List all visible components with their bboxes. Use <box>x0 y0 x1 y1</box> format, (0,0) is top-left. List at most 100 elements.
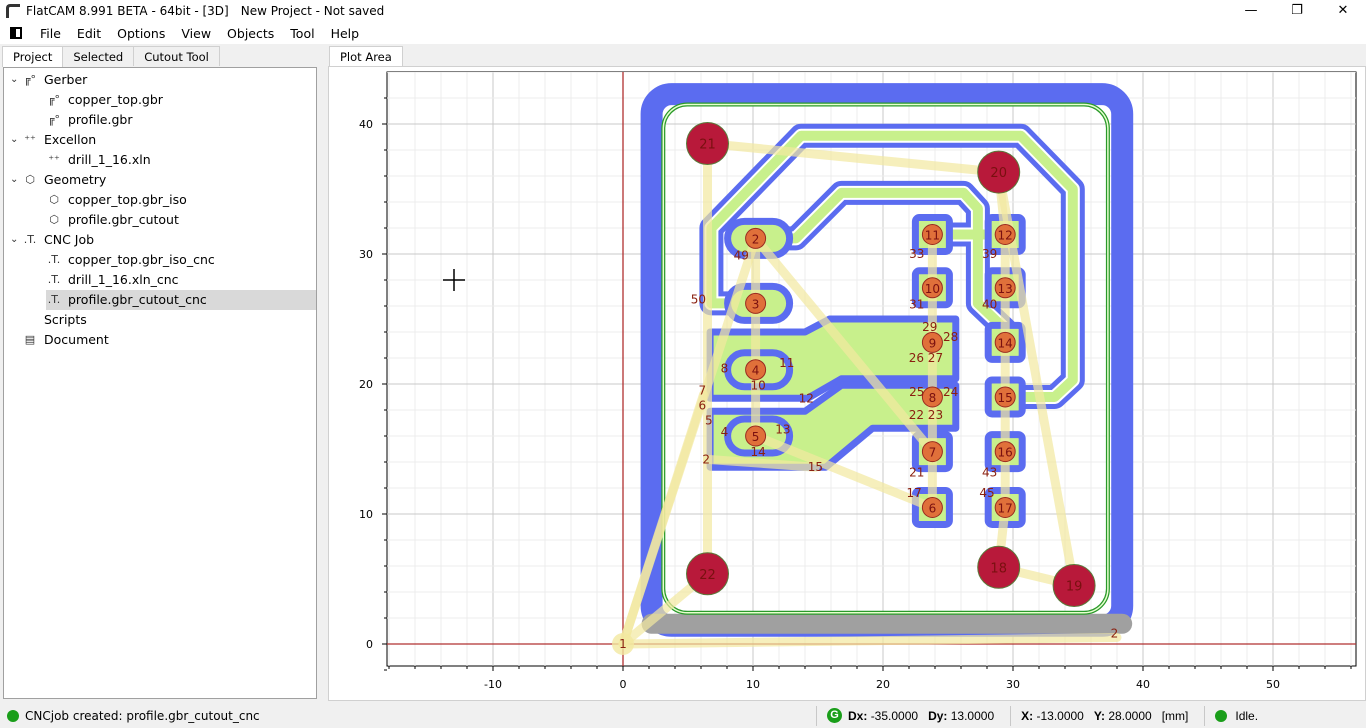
tree-item[interactable]: Scripts <box>10 310 87 330</box>
cnc-icon: .T. <box>23 233 37 246</box>
minimize-button[interactable]: — <box>1244 3 1258 18</box>
travel-move <box>703 139 1004 177</box>
x-tick-label: -10 <box>484 678 502 691</box>
idle-status-icon <box>1215 709 1228 722</box>
tab-project[interactable]: Project <box>2 46 64 67</box>
y-tick-label: 20 <box>359 378 373 391</box>
drill-hole-12 <box>994 224 1016 245</box>
tree-item[interactable]: ⬡profile.gbr_cutout <box>46 210 179 230</box>
coordinates-panel: G Dx: -35.0000 Dy: 13.0000 X: -13.0000 Y… <box>810 703 1258 728</box>
y-tick-label: 0 <box>366 638 373 651</box>
tree-item-label: profile.gbr_cutout_cnc <box>68 292 207 307</box>
cursor-crosshair-icon <box>443 269 465 291</box>
tree-item[interactable]: .T. profile.gbr_cutout_cnc <box>46 290 316 310</box>
menu-edit[interactable]: Edit <box>76 25 102 41</box>
drill-label: 3 <box>752 297 760 311</box>
x-value: -13.0000 <box>1036 708 1084 723</box>
tree-item[interactable]: .T.copper_top.gbr_iso_cnc <box>46 250 215 270</box>
drill-label: 9 <box>929 336 937 350</box>
travel-move <box>618 389 709 649</box>
chevron-down-icon[interactable]: ⌄ <box>10 134 19 145</box>
drill-hole-2 <box>745 227 767 249</box>
drill-hole-11 <box>921 224 943 245</box>
path-order-label: 25 <box>909 385 924 399</box>
travel-move <box>703 454 820 472</box>
tree-item-label: copper_top.gbr <box>68 92 163 107</box>
path-order-label: 11 <box>779 356 794 370</box>
drill-hole-6 <box>921 497 943 518</box>
y-tick-label: 30 <box>359 248 373 261</box>
menu-tool[interactable]: Tool <box>290 25 315 41</box>
maximize-button[interactable]: ❐ <box>1291 3 1303 18</box>
drill-hole-9 <box>921 331 943 353</box>
cnc-icon: .T. <box>47 293 61 306</box>
geometry-icon: ⬡ <box>49 193 59 206</box>
tree-item[interactable]: ⌄⬡Geometry <box>10 170 106 190</box>
drill-label: 8 <box>929 391 937 405</box>
drill-hole-17 <box>994 497 1016 518</box>
tree-item[interactable]: .T.drill_1_16.xln_cnc <box>46 270 179 290</box>
drill-label: 4 <box>752 364 760 378</box>
menu-file[interactable]: File <box>40 25 61 41</box>
drill-label: 12 <box>998 229 1013 243</box>
chevron-down-icon[interactable]: ⌄ <box>10 74 19 85</box>
grid-snap-icon[interactable]: G <box>827 708 842 723</box>
chevron-down-icon[interactable]: ⌄ <box>10 234 19 245</box>
tree-item[interactable]: ⬡copper_top.gbr_iso <box>46 190 187 210</box>
menu-objects[interactable]: Objects <box>227 25 275 41</box>
travel-move <box>618 633 1122 649</box>
dx-label: Dx: <box>848 708 868 723</box>
drill-hole-14 <box>994 331 1016 353</box>
y-tick-label: 10 <box>359 508 373 521</box>
status-separator <box>816 705 817 726</box>
status-separator <box>1204 705 1206 726</box>
drill-label: 10 <box>925 282 940 296</box>
dy-value: 13.0000 <box>950 708 995 723</box>
status-message: CNCjob created: profile.gbr_cutout_cnc <box>25 708 260 723</box>
path-order-label: 40 <box>982 298 997 312</box>
path-order-label: 10 <box>751 379 766 393</box>
drill-hole-21 <box>686 122 729 165</box>
title-bar: FlatCAM 8.991 BETA - 64bit - [3D] New Pr… <box>0 0 1366 22</box>
travel-move <box>751 431 937 512</box>
tab-selected[interactable]: Selected <box>62 46 135 66</box>
drill-label: 11 <box>925 229 940 243</box>
tree-item[interactable]: ⁺⁺drill_1_16.xln <box>46 150 150 170</box>
tree-item[interactable]: ▤Document <box>10 330 109 350</box>
close-button[interactable]: ✕ <box>1337 3 1349 18</box>
tab-cutout-tool[interactable]: Cutout Tool <box>133 46 220 66</box>
path-order-label: 29 <box>922 320 937 334</box>
menu-options[interactable]: Options <box>117 25 166 41</box>
tree-item-label: Document <box>44 332 109 347</box>
dy-label: Dy: <box>928 708 948 723</box>
x-tick-label: 20 <box>876 678 890 691</box>
status-bar: CNCjob created: profile.gbr_cutout_cnc G… <box>0 703 1366 728</box>
path-order-label: 15 <box>808 460 823 474</box>
toggle-panel-icon[interactable] <box>10 27 22 39</box>
tree-item[interactable]: ⌄⁺⁺Excellon <box>10 130 96 150</box>
path-order-label: 21 <box>909 465 924 479</box>
cnc-icon: .T. <box>47 253 61 266</box>
drill-label: 13 <box>998 282 1013 296</box>
menu-help[interactable]: Help <box>330 25 360 41</box>
drill-label: 21 <box>699 138 716 153</box>
dx-value: -35.0000 <box>870 708 919 723</box>
tree-item[interactable]: ⌄╔°Gerber <box>10 70 87 90</box>
tree-item[interactable]: ⌄.T.CNC Job <box>10 230 94 250</box>
tree-item-label: Excellon <box>44 132 97 147</box>
tree-item[interactable]: ╔°copper_top.gbr <box>46 90 163 110</box>
drill-label: 5 <box>752 430 760 444</box>
tree-item[interactable]: ╔°profile.gbr <box>46 110 133 130</box>
tab-plot-area[interactable]: Plot Area <box>329 46 403 67</box>
scripts-icon <box>22 312 38 328</box>
app-state: Idle. <box>1235 708 1259 723</box>
path-order-label: 26 27 <box>909 351 943 365</box>
path-order-label: 2 <box>702 452 710 466</box>
path-order-label: 43 <box>982 465 997 479</box>
drill-label: 6 <box>929 502 937 516</box>
path-order-label: 39 <box>982 247 997 261</box>
chevron-down-icon[interactable]: ⌄ <box>10 174 19 185</box>
menu-view[interactable]: View <box>181 25 212 41</box>
